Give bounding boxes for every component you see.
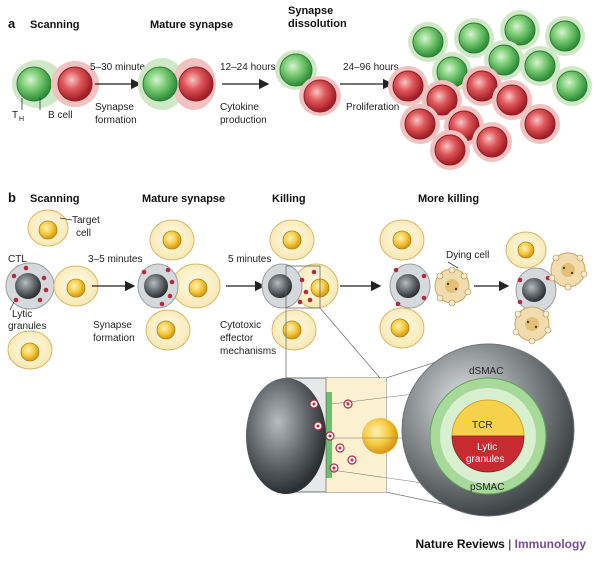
target-cell-label-2: cell <box>76 228 91 239</box>
panel-b-event-mechanisms: mechanisms <box>220 346 276 357</box>
panel-b-stage-killing: Killing <box>272 193 306 205</box>
lytic-granule-region <box>451 435 525 473</box>
mature-synapse-cluster <box>137 219 221 351</box>
panel-b-event-formation: formation <box>93 333 135 344</box>
lytic-granules-label: Lytic <box>12 309 32 320</box>
panel-a-stage-synapse: Synapse <box>288 5 333 17</box>
th-label: T <box>12 110 18 121</box>
panel-a-event-synapse: Synapse <box>95 102 134 113</box>
red-cell <box>462 66 502 106</box>
green-cell <box>552 66 592 106</box>
panel-b-stage-mature-synapse: Mature synapse <box>142 193 225 205</box>
panel-b-event-synapse: Synapse <box>93 320 132 331</box>
red-cell <box>388 66 428 106</box>
red-cell <box>430 130 470 170</box>
panel-a-stage-scanning: Scanning <box>30 19 80 31</box>
dying-cell <box>548 252 588 291</box>
panel-b: b Scanning Mature synapse Killing More k… <box>5 190 588 517</box>
panel-a-event-proliferation: Proliferation <box>346 102 399 113</box>
mature-synapse-pair-a <box>138 58 216 110</box>
tcr-label: TCR <box>472 420 493 431</box>
panel-a-letter: a <box>8 16 16 31</box>
smac-granules-label: granules <box>466 454 504 465</box>
journal-credit: Nature Reviews | Immunology <box>415 537 586 551</box>
dying-cell <box>434 266 472 307</box>
credit-separator: | <box>504 537 515 551</box>
green-cell <box>408 22 448 62</box>
target-cell-label: Target <box>72 215 100 226</box>
journal-name: Nature Reviews <box>415 537 505 551</box>
panel-b-event-effector: effector <box>220 333 254 344</box>
panel-a: a Scanning Mature synapse Synapse dissol… <box>8 5 592 170</box>
green-cell <box>484 40 524 80</box>
panel-a-event-formation: formation <box>95 115 137 126</box>
target-cell <box>7 330 53 370</box>
panel-b-letter: b <box>8 190 16 205</box>
killing-cluster <box>261 219 339 351</box>
killing-cluster-2 <box>379 219 431 349</box>
panel-b-time-1: 3–5 minutes <box>88 254 142 265</box>
red-cell <box>472 122 512 162</box>
panel-b-stage-scanning: Scanning <box>30 193 80 205</box>
proliferating-cells <box>388 10 592 170</box>
ctl-cell <box>5 262 55 310</box>
red-cell <box>400 104 440 144</box>
red-cell <box>492 80 532 120</box>
tcr-region <box>451 399 525 437</box>
more-killing-cluster <box>505 231 557 313</box>
red-cell <box>520 104 560 144</box>
panel-a-event-cytokine: Cytokine <box>220 102 259 113</box>
ctl-label: CTL <box>8 254 27 265</box>
panel-b-time-2: 5 minutes <box>228 254 271 265</box>
th-label-subscript: H <box>19 116 24 123</box>
green-cell <box>454 18 494 58</box>
green-cell <box>520 46 560 86</box>
panel-a-time-2: 12–24 hours <box>220 62 276 73</box>
b-cell-label: B cell <box>48 110 72 121</box>
green-cell <box>545 16 585 56</box>
smac-lytic-label: Lytic <box>477 442 497 453</box>
panel-a-event-production: production <box>220 115 267 126</box>
psmac-label: pSMAC <box>470 482 504 493</box>
smac-diagram: dSMAC TCR Lytic granules pSMAC <box>401 343 575 517</box>
panel-a-stage-mature-synapse: Mature synapse <box>150 19 233 31</box>
b-cell <box>51 61 99 107</box>
panel-a-time-3: 24–96 hours <box>343 62 399 73</box>
synapse-inset <box>246 377 398 494</box>
panel-a-stage-dissolution: dissolution <box>288 18 347 30</box>
dying-cell-label: Dying cell <box>446 250 489 261</box>
panel-a-time-1: 5–30 minutes <box>90 62 150 73</box>
panel-b-stage-more-killing: More killing <box>418 193 479 205</box>
th-cell <box>12 60 64 108</box>
dsmac-label: dSMAC <box>469 366 503 377</box>
journal-subject: Immunology <box>514 537 586 551</box>
dissolution-pair <box>275 50 341 116</box>
panel-b-event-cytotoxic: Cytotoxic <box>220 320 261 331</box>
target-cell <box>53 265 99 307</box>
lytic-granules-label-2: granules <box>8 321 46 332</box>
dying-cell <box>512 306 552 345</box>
target-cell <box>27 209 69 247</box>
green-cell <box>500 10 540 50</box>
